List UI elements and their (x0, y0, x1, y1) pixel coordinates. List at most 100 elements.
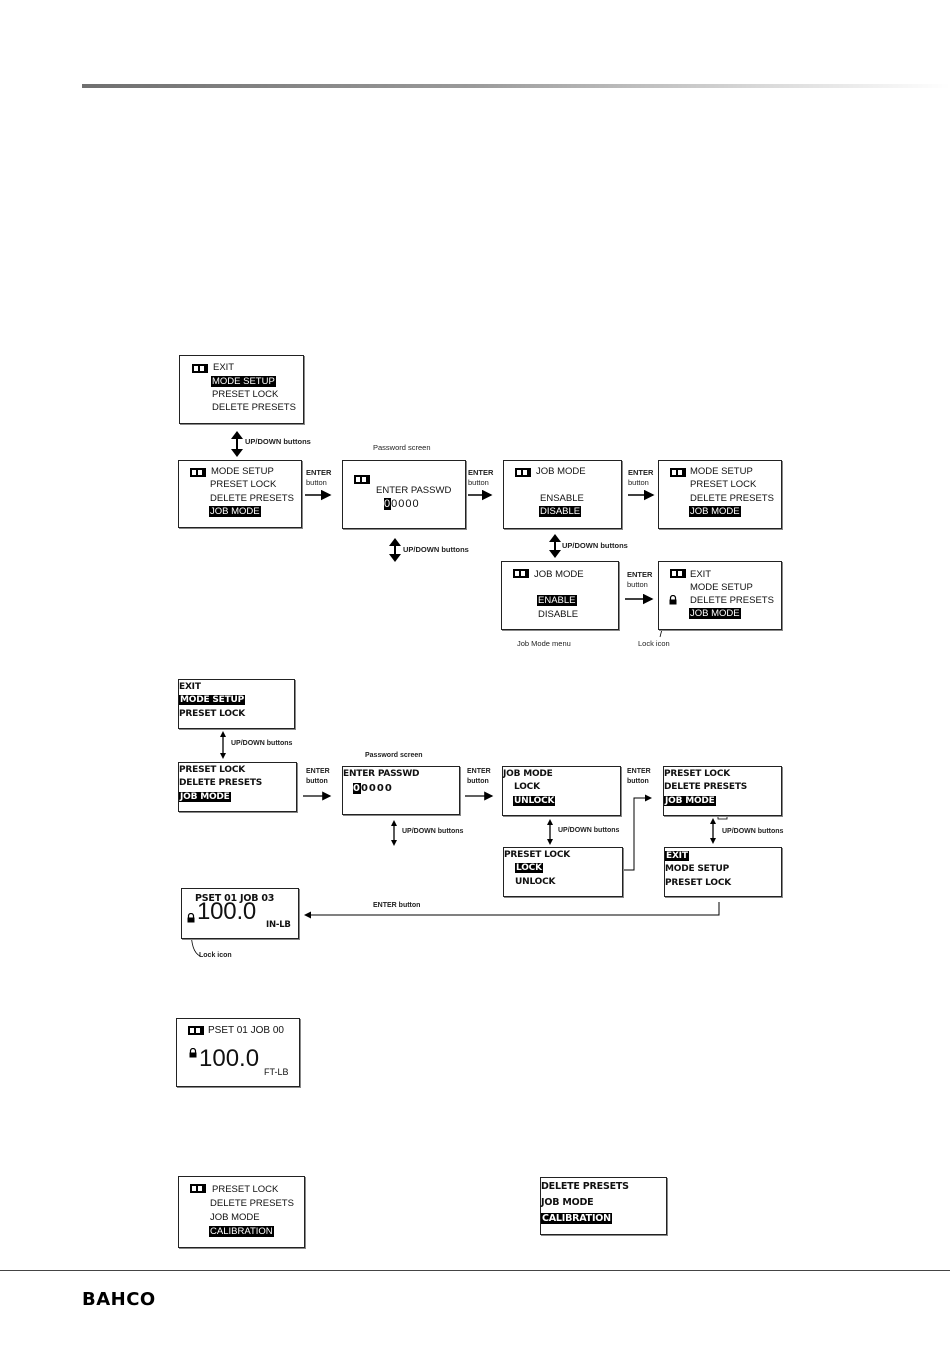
d4-screen-calibration-left: PRESET LOCK DELETE PRESETS JOB MODE CALI… (178, 1176, 305, 1248)
d1-enter-label-3: ENTER (628, 468, 654, 477)
d2-screen-menu-job-mode: PRESET LOCK DELETE PRESETS JOB MODE (178, 762, 297, 812)
menu-item: PRESET LOCK (179, 765, 246, 775)
menu-item: DELETE PRESETS (690, 493, 774, 504)
d1-enter-label-1: ENTER (306, 468, 332, 477)
d2-enter-label-1b: button (306, 778, 328, 785)
menu-item: PRESET LOCK (212, 389, 279, 400)
d1-enter-label-1b: button (306, 478, 327, 487)
option-selected: LOCK (515, 863, 543, 873)
run-title: PSET 01 JOB 03 (195, 893, 275, 904)
d1-job-mode-caption: Job Mode menu (517, 639, 571, 648)
lock-icon (669, 595, 677, 605)
d1-updown-arrow-2 (389, 538, 401, 562)
menu-item: MODE SETUP (665, 864, 730, 874)
run-unit: IN-LB (266, 920, 291, 930)
screen-title: JOB MODE (503, 769, 553, 779)
menu-item: EXIT (179, 682, 201, 692)
menu-item: DELETE PRESETS (210, 493, 294, 504)
d2-password-caption: Password screen (365, 752, 423, 759)
d2-enter-label-2b: button (467, 778, 489, 785)
d2-enter-label-2: ENTER (467, 768, 491, 775)
menu-item-selected: JOB MODE (209, 506, 261, 517)
battery-icon (513, 569, 529, 578)
battery-icon (190, 468, 206, 477)
d2-enter-arrow-3 (624, 794, 652, 871)
d2-enter-back-label: ENTER button (373, 902, 421, 909)
d1-enter-label-4b: button (627, 580, 648, 589)
run-value: 100.0 (197, 898, 257, 925)
d1-updown-arrow-1 (231, 431, 243, 457)
password-title: ENTER PASSWD (376, 485, 452, 496)
d2-screen-menu-after: PRESET LOCK DELETE PRESETS JOB MODE (663, 766, 782, 816)
menu-item: DELETE PRESETS (690, 595, 774, 606)
d2-screen-run: PSET 01 JOB 03 100.0 IN-LB (181, 888, 299, 939)
menu-item: JOB MODE (210, 1212, 260, 1223)
lock-icon (187, 913, 195, 923)
option: ENSABLE (540, 493, 584, 504)
battery-icon (670, 468, 686, 477)
menu-item: PRESET LOCK (212, 1184, 279, 1195)
menu-item-selected: MODE SETUP (179, 695, 246, 705)
menu-item-selected: MODE SETUP (211, 376, 276, 387)
brand-logo: BAHCO (82, 1289, 156, 1310)
battery-icon (354, 475, 370, 484)
menu-item: PRESET LOCK (210, 479, 277, 490)
footer-rule (0, 1270, 950, 1271)
screen-title: JOB MODE (534, 569, 584, 580)
menu-item: DELETE PRESETS (541, 1181, 629, 1192)
menu-item: MODE SETUP (690, 582, 753, 593)
run-unit: FT-LB (264, 1067, 289, 1077)
d1-updown-label-1: UP/DOWN buttons (245, 437, 311, 446)
lock-icon (189, 1048, 197, 1058)
option: LOCK (514, 782, 540, 792)
menu-item: DELETE PRESETS (179, 778, 263, 788)
menu-item: DELETE PRESETS (210, 1198, 294, 1209)
menu-item-selected: JOB MODE (689, 506, 741, 517)
menu-item-selected: JOB MODE (664, 796, 716, 806)
d2-enter-label-1: ENTER (306, 768, 330, 775)
menu-item-selected: EXIT (665, 851, 689, 861)
option: DISABLE (538, 609, 579, 620)
menu-item: DELETE PRESETS (212, 402, 296, 413)
d1-screen-menu-after: MODE SETUP PRESET LOCK DELETE PRESETS JO… (658, 460, 782, 529)
d2-updown-arrow-1 (220, 731, 226, 759)
d1-password-caption: Password screen (373, 443, 431, 452)
d1-enter-label-2: ENTER (468, 468, 494, 477)
menu-item-selected: JOB MODE (689, 608, 741, 619)
d4-screen-calibration-right: DELETE PRESETS JOB MODE CALIBRATION (540, 1177, 667, 1235)
password-title: ENTER PASSWD (343, 769, 420, 779)
menu-item: JOB MODE (541, 1197, 594, 1208)
d1-enter-label-2b: button (468, 478, 489, 487)
header-rule (82, 84, 950, 88)
screen-title: JOB MODE (536, 466, 586, 477)
password-digits: 00000 (353, 783, 393, 794)
d2-screen-lock-unlock: JOB MODE LOCK UNLOCK (502, 766, 621, 816)
menu-item: PRESET LOCK (179, 709, 246, 719)
menu-item: MODE SETUP (211, 466, 274, 477)
menu-item-selected: CALIBRATION (209, 1226, 274, 1237)
d1-screen-password: ENTER PASSWD 00000 (342, 460, 466, 529)
menu-item: PRESET LOCK (664, 769, 731, 779)
d1-lock-caption: Lock icon (638, 639, 670, 648)
run-title: PSET 01 JOB 00 (208, 1025, 284, 1036)
d2-updown-label-4: UP/DOWN buttons (722, 828, 784, 835)
d1-screen-menu-job-mode: MODE SETUP PRESET LOCK DELETE PRESETS JO… (178, 460, 302, 528)
menu-item: EXIT (690, 569, 712, 580)
d1-enter-label-3b: button (628, 478, 649, 487)
d2-screen-lock-selected: PRESET LOCK LOCK UNLOCK (503, 847, 623, 897)
d2-updown-label-3: UP/DOWN buttons (558, 827, 620, 834)
d2-updown-arrow-3 (547, 819, 553, 845)
d1-screen-job-mode-enable: JOB MODE ENABLE DISABLE (501, 561, 619, 630)
d1-screen-job-mode-disable: JOB MODE ENSABLE DISABLE (503, 460, 622, 529)
d1-screen-menu-locked: EXIT MODE SETUP DELETE PRESETS JOB MODE (658, 561, 782, 630)
password-digits: 00000 (384, 498, 420, 510)
d2-screen-main-menu: EXIT MODE SETUP PRESET LOCK (178, 679, 295, 729)
d2-updown-label-2: UP/DOWN buttons (402, 828, 464, 835)
menu-item: DELETE PRESETS (664, 782, 748, 792)
menu-item-selected: CALIBRATION (541, 1213, 612, 1224)
battery-icon (670, 569, 686, 578)
d1-updown-label-2: UP/DOWN buttons (403, 545, 469, 554)
option: UNLOCK (515, 877, 556, 887)
d1-screen-main-menu: EXIT MODE SETUP PRESET LOCK DELETE PRESE… (179, 355, 304, 424)
screen-title: PRESET LOCK (504, 850, 571, 860)
